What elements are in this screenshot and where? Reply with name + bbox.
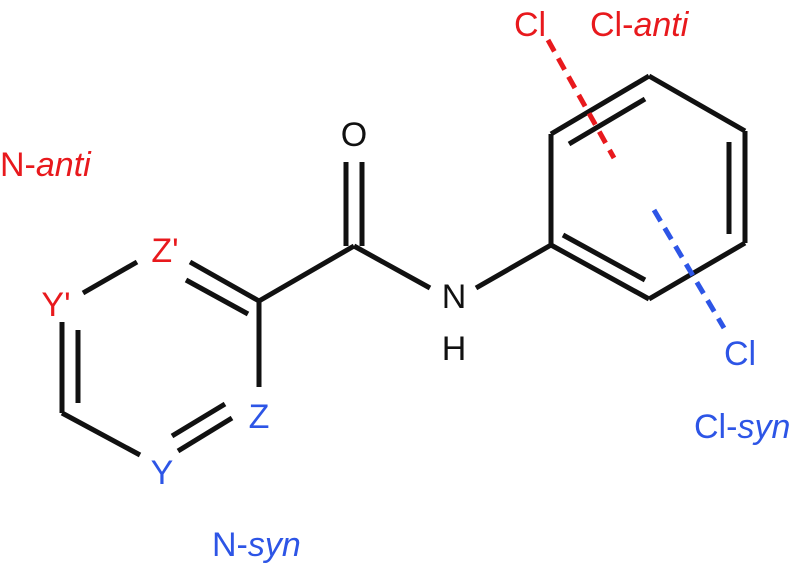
caption-n-anti-prefix: N- [0,146,36,184]
caption-n-syn-italic: syn [248,526,301,564]
atom-y: Y [151,454,174,492]
atom-z-prime: Z' [151,232,178,270]
bond-c5-y [60,410,142,458]
bond-zprime-c2 [188,259,261,304]
caption-cl-anti: Cl-anti [590,6,690,44]
bond-benz-6-1-double [561,232,647,283]
amide-bonds [257,162,553,304]
caption-n-syn: N-syn [212,526,301,564]
atom-hydrogen: H [442,330,467,368]
bond-c2-carbonyl [257,243,356,304]
atom-chlorine-top: Cl [514,6,546,44]
caption-cl-anti-prefix: Cl- [590,6,633,44]
bond-nitrogen-aryl [474,242,553,291]
caption-cl-anti-italic: anti [633,6,689,44]
bond-carbonyl-nitrogen [352,243,432,291]
dashed-bond-cl-syn [651,208,727,330]
benzene-ring-bonds [548,73,748,302]
atom-oxygen: O [341,116,367,154]
atom-y-prime: Y' [41,286,70,324]
bond-benz-6-1 [549,242,651,302]
bond-zprime-c2-double [184,277,250,317]
atom-z: Z [249,398,270,436]
caption-n-syn-prefix: N- [212,526,248,564]
bond-benz-2-3 [549,73,651,137]
caption-n-anti-italic: anti [36,146,92,184]
bond-y-z [176,415,234,454]
bond-zprime-yprime [81,259,139,296]
bond-benz-3-4 [647,73,747,134]
caption-cl-syn: Cl-syn [694,408,790,446]
bond-benz-5-6 [647,240,747,302]
atom-nitrogen: N [442,278,467,316]
bond-y-z-double [170,401,227,439]
dashed-bond-cl-anti [545,38,617,160]
bond-benz-2-3-double [567,96,647,147]
left-ring-bonds [59,259,262,458]
caption-cl-syn-prefix: Cl- [694,408,737,446]
atom-chlorine-right: Cl [724,335,756,373]
caption-n-anti: N-anti [0,146,92,184]
caption-cl-syn-italic: syn [737,408,790,446]
